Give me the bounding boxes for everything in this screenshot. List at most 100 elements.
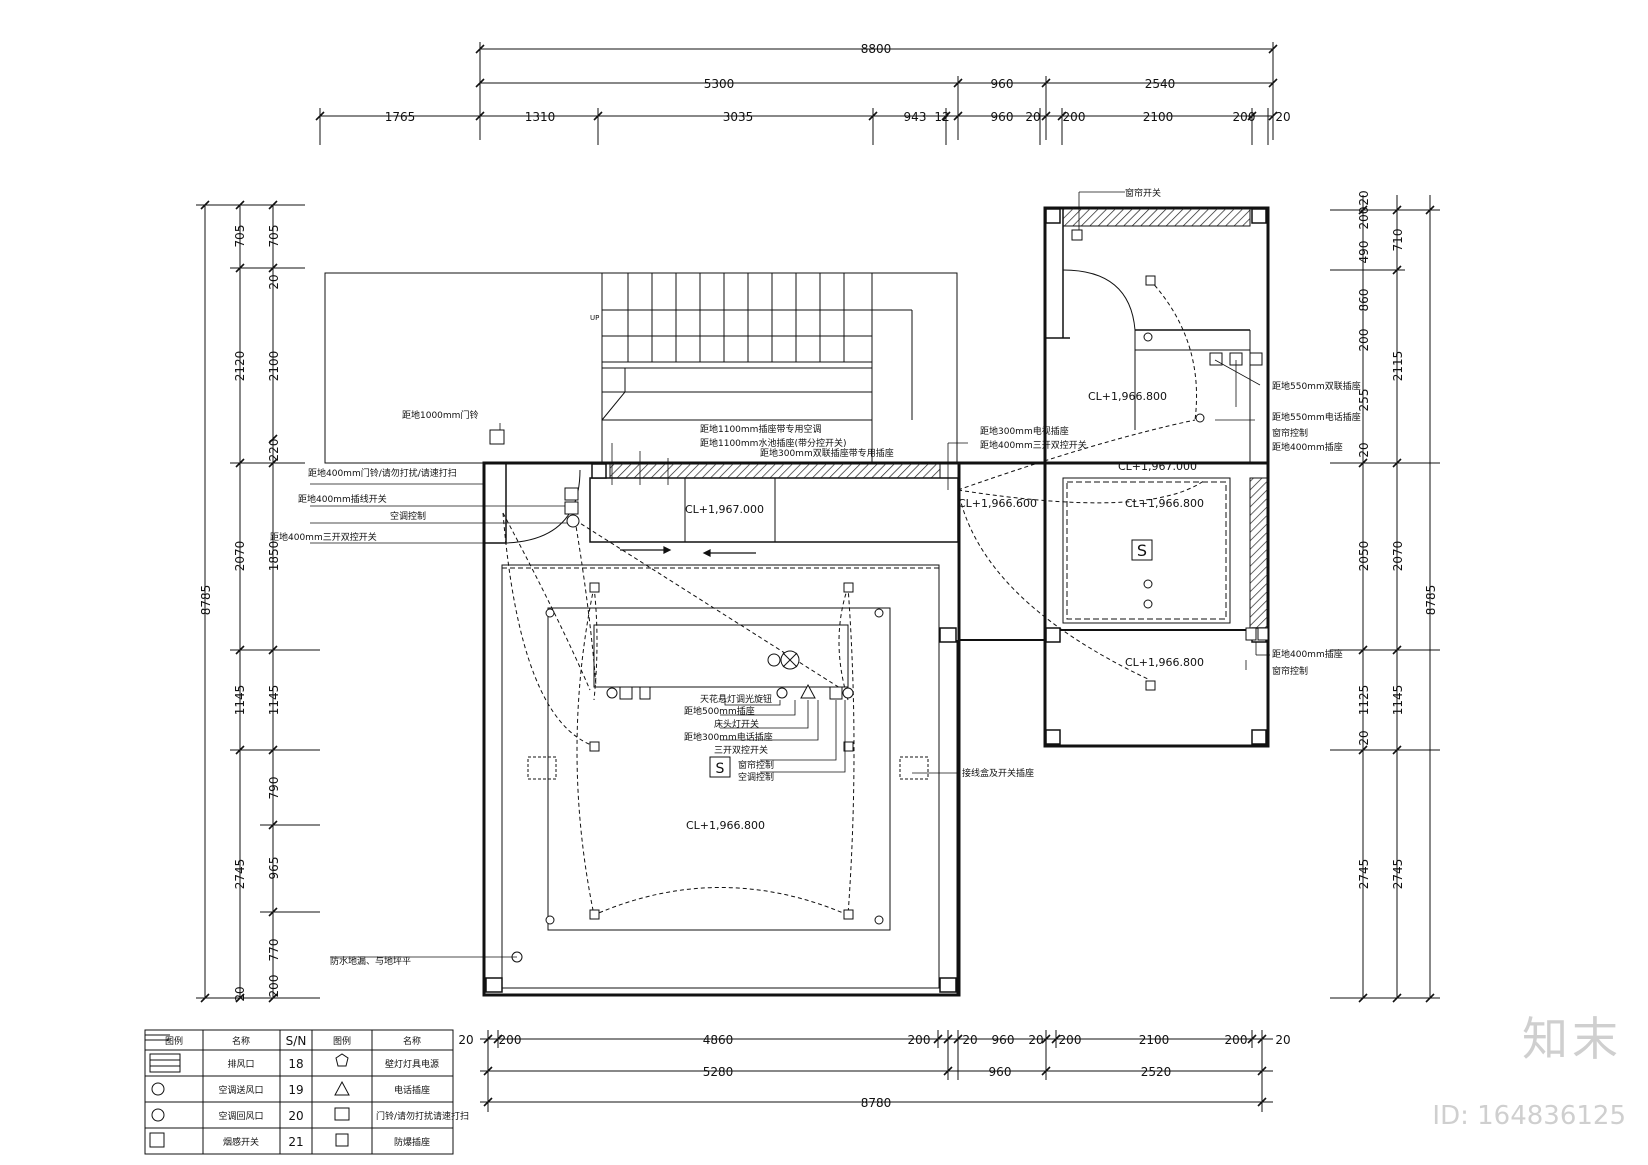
cl-label-1: CL+1,966.600 <box>958 497 1037 510</box>
leader-lines <box>310 191 1270 958</box>
dim-right-outer-1: 2115 <box>1391 351 1405 382</box>
note-right-400: 距地400mm三开双控开关 <box>980 439 1087 451</box>
dim-bottom-row1-6: 20 <box>1028 1033 1043 1047</box>
entry-devices <box>489 229 1269 963</box>
note-far-550-b: 距地550mm电话插座 <box>1272 411 1361 423</box>
legend-header-4: 名称 <box>403 1035 421 1047</box>
dim-bottom-total: 8780 <box>861 1096 892 1110</box>
dim-bottom-row1-4: 20 <box>962 1033 977 1047</box>
bath-wall-hatch-right <box>1249 477 1269 629</box>
dim-top-row3-1: 1310 <box>525 110 556 124</box>
dim-left-outer-0: 705 <box>233 225 247 248</box>
legend-row-1-name2: 电话插座 <box>394 1084 430 1096</box>
legend-header-0: 图例 <box>165 1035 183 1047</box>
legend-row-0-name2: 壁灯灯具电源 <box>385 1058 439 1070</box>
note-bed-2: 距地500mm插座 <box>684 705 755 717</box>
legend-table <box>144 1029 454 1155</box>
dim-left-inner-9: 200 <box>267 975 281 998</box>
dim-left-outer-3: 1145 <box>233 685 247 716</box>
legend-header-1: 名称 <box>232 1035 250 1047</box>
dim-right-inner-10: 2745 <box>1357 859 1371 890</box>
light-points <box>545 275 1205 925</box>
dim-right-outer-2: 2070 <box>1391 541 1405 572</box>
dim-right-inner-8: 1125 <box>1357 685 1371 716</box>
note-far-curtain-b: 窗帘控制 <box>1272 665 1308 677</box>
top-dimensions <box>319 42 1274 145</box>
note-bed-4: 距地300mm电话插座 <box>684 731 773 743</box>
dim-bottom-row1-2: 4860 <box>703 1033 734 1047</box>
legend-row-2-sn: 20 <box>288 1109 303 1123</box>
legend-row-1: 空调送风口 19 电话插座 <box>218 1083 430 1097</box>
dim-bottom-row2-2: 2520 <box>1141 1065 1172 1079</box>
right-dimension-ticks <box>1358 205 1435 1003</box>
dim-left-inner-1: 20 <box>267 274 281 289</box>
dim-right-outer-4: 2745 <box>1391 859 1405 890</box>
watermark-id: ID: 164836125 <box>1432 1101 1626 1131</box>
note-mid-300: 距地300mm双联插座带专用插座 <box>760 447 894 459</box>
dim-right-inner-4: 200 <box>1357 329 1371 352</box>
dim-top-row3-3: 943 <box>904 110 927 124</box>
dim-top-total: 8800 <box>861 42 892 56</box>
legend-row-2: 空调回风口 20 门铃/请勿打扰请速打扫 <box>218 1109 469 1123</box>
circuits <box>502 279 1206 916</box>
note-bed-7: 空调控制 <box>738 771 774 783</box>
dim-left-outer-4: 2745 <box>233 859 247 890</box>
dim-right-total: 8785 <box>1424 585 1438 616</box>
legend-row-0-sn: 18 <box>288 1057 303 1071</box>
dim-right-inner-5: 255 <box>1357 389 1371 412</box>
dim-top-row3-4: 12 <box>934 110 949 124</box>
cl-label-6: CL+1,966.800 <box>686 819 765 832</box>
dim-bottom-row1-7: 200 <box>1059 1033 1082 1047</box>
note-bed-1: 天花悬灯调光旋钮 <box>700 693 772 705</box>
dim-right-inner-6: 20 <box>1357 442 1371 457</box>
legend-row-0-name: 排风口 <box>227 1058 254 1070</box>
top-dimension-ticks <box>315 44 1278 121</box>
wardrobe <box>589 477 959 543</box>
dim-top-row3-2: 3035 <box>723 110 754 124</box>
dim-left-inner-2: 2100 <box>267 351 281 382</box>
note-mid-1100-b: 距地1100mm水池插座(带分控开关) <box>700 437 846 449</box>
legend-row-1-sn: 19 <box>288 1083 303 1097</box>
sliding-arrows <box>620 546 756 557</box>
bed-s-symbol: S <box>716 761 725 777</box>
dim-top-row3-6: 20 <box>1025 110 1040 124</box>
note-far-curtain: 窗帘控制 <box>1272 427 1308 439</box>
dim-top-row3-9: 200 <box>1233 110 1256 124</box>
legend-row-0: 排风口 18 壁灯灯具电源 <box>227 1057 439 1071</box>
legend-row-1-name: 空调送风口 <box>218 1084 263 1096</box>
note-left-400-b: 距地400mm插线开关 <box>298 493 387 505</box>
shower-symbol: S <box>1137 541 1147 560</box>
bath-wall-hatch-top <box>1062 207 1251 227</box>
door-markers <box>483 815 959 920</box>
legend-row-2-name: 空调回风口 <box>218 1110 263 1122</box>
dim-top-row3-7: 200 <box>1063 110 1086 124</box>
dim-left-total: 8785 <box>199 585 213 616</box>
legend-row-3-name2: 防爆插座 <box>394 1136 430 1148</box>
legend-row-3-sn: 21 <box>288 1135 303 1149</box>
legend-symbols <box>149 1053 350 1148</box>
dim-right-inner-0: 20 <box>1357 190 1371 205</box>
cl-label-0: CL+1,967.000 <box>685 503 764 516</box>
dim-left-inner-7: 965 <box>267 857 281 880</box>
dim-right-outer-3: 1145 <box>1391 685 1405 716</box>
shower-box <box>1131 539 1153 561</box>
dim-left-inner-8: 770 <box>267 939 281 962</box>
legend-header-3: 图例 <box>333 1035 351 1047</box>
dim-top-row3-10: 20 <box>1275 110 1290 124</box>
dim-bottom-row1-5: 960 <box>992 1033 1015 1047</box>
note-door-1000: 距地1000mm门铃 <box>402 409 478 421</box>
cl-label-5: CL+1,966.800 <box>1088 390 1167 403</box>
note-far-400: 距地400mm插座 <box>1272 441 1343 453</box>
dim-bottom-row1-1: 200 <box>499 1033 522 1047</box>
bathroom-walls <box>956 206 1270 995</box>
dim-right-inner-1: 200 <box>1357 207 1371 230</box>
dim-bottom-row1-3: 200 <box>908 1033 931 1047</box>
note-curtain-top: 窗帘开关 <box>1125 187 1161 199</box>
legend-row-3: 烟感开关 21 防爆插座 <box>223 1135 430 1149</box>
dim-right-inner-3: 860 <box>1357 289 1371 312</box>
dim-left-inner-0: 705 <box>267 225 281 248</box>
dim-left-inner-5: 1145 <box>267 685 281 716</box>
stair-zone <box>324 272 958 464</box>
note-right-wall: 接线盒及开关插座 <box>962 767 1034 779</box>
